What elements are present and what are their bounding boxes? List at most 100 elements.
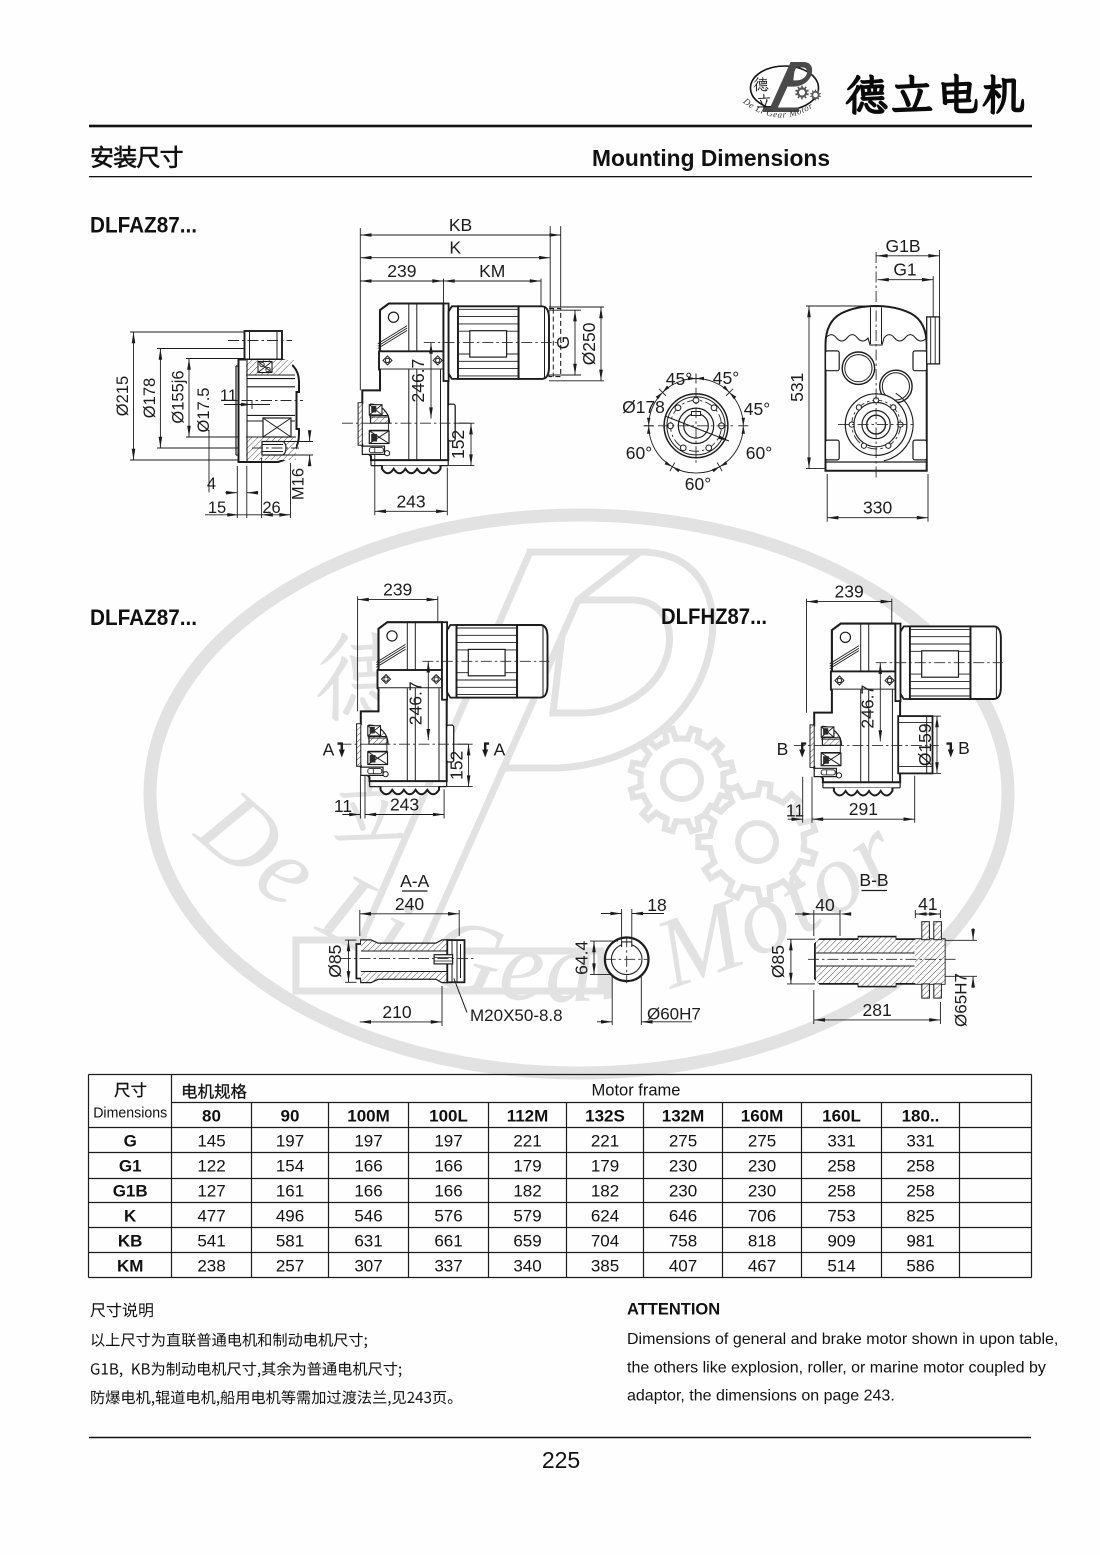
svg-text:60°: 60° [746, 443, 772, 463]
svg-text:B: B [777, 739, 789, 759]
svg-text:11: 11 [220, 387, 237, 405]
svg-text:258: 258 [827, 1181, 855, 1200]
svg-text:197: 197 [434, 1131, 462, 1150]
svg-text:541: 541 [197, 1231, 225, 1250]
svg-text:166: 166 [354, 1181, 382, 1200]
svg-text:B-B: B-B [859, 870, 888, 890]
svg-text:166: 166 [434, 1181, 462, 1200]
svg-text:152: 152 [447, 751, 467, 780]
svg-text:G: G [124, 1131, 137, 1150]
svg-text:624: 624 [591, 1206, 619, 1225]
svg-text:4: 4 [207, 475, 216, 493]
svg-text:704: 704 [591, 1231, 619, 1250]
svg-text:Ø85: Ø85 [768, 945, 788, 978]
svg-text:K: K [449, 238, 461, 258]
svg-text:Ø17.5: Ø17.5 [195, 388, 213, 433]
svg-text:100M: 100M [347, 1107, 390, 1126]
svg-text:60°: 60° [626, 443, 652, 463]
svg-text:239: 239 [383, 580, 412, 600]
svg-text:18: 18 [647, 895, 666, 915]
svg-text:15: 15 [208, 499, 226, 517]
svg-text:243: 243 [396, 491, 425, 511]
svg-text:ATTENTION: ATTENTION [627, 1301, 720, 1319]
svg-text:80: 80 [202, 1107, 221, 1126]
svg-text:239: 239 [835, 582, 864, 602]
svg-text:258: 258 [906, 1181, 934, 1200]
svg-text:385: 385 [591, 1256, 619, 1275]
svg-text:225: 225 [542, 1447, 580, 1473]
svg-text:909: 909 [827, 1231, 855, 1250]
svg-text:706: 706 [748, 1206, 776, 1225]
svg-text:337: 337 [434, 1256, 462, 1275]
svg-text:Ø155j6: Ø155j6 [170, 370, 188, 423]
svg-text:Ø178: Ø178 [622, 397, 665, 417]
svg-text:758: 758 [669, 1231, 697, 1250]
svg-text:340: 340 [513, 1256, 541, 1275]
svg-text:180..: 180.. [902, 1107, 940, 1126]
svg-text:the others like explosion, rol: the others like explosion, roller, or ma… [627, 1360, 1046, 1377]
svg-text:Ø215: Ø215 [114, 376, 132, 416]
svg-text:179: 179 [591, 1156, 619, 1175]
svg-text:291: 291 [849, 799, 878, 819]
svg-text:132M: 132M [662, 1107, 705, 1126]
svg-text:112M: 112M [507, 1107, 549, 1126]
svg-text:477: 477 [197, 1206, 225, 1225]
svg-text:576: 576 [434, 1206, 462, 1225]
svg-text:45°: 45° [666, 369, 692, 389]
svg-text:981: 981 [906, 1231, 934, 1250]
svg-text:182: 182 [513, 1181, 541, 1200]
svg-text:230: 230 [748, 1156, 776, 1175]
svg-text:160M: 160M [741, 1107, 784, 1126]
svg-text:197: 197 [354, 1131, 382, 1150]
svg-text:275: 275 [748, 1131, 776, 1150]
svg-text:275: 275 [669, 1131, 697, 1150]
svg-text:Ø60H7: Ø60H7 [647, 1005, 701, 1024]
svg-text:230: 230 [748, 1181, 776, 1200]
svg-text:152: 152 [448, 430, 468, 459]
svg-text:G1: G1 [119, 1156, 142, 1175]
svg-text:230: 230 [669, 1181, 697, 1200]
svg-text:Dimensions of general and brak: Dimensions of general and brake motor sh… [627, 1331, 1058, 1348]
svg-text:307: 307 [354, 1256, 382, 1275]
svg-text:586: 586 [906, 1256, 934, 1275]
svg-text:64.4: 64.4 [572, 941, 592, 975]
svg-text:Ø85: Ø85 [325, 945, 345, 978]
svg-text:546: 546 [354, 1206, 382, 1225]
svg-text:753: 753 [827, 1206, 855, 1225]
svg-text:246.7: 246.7 [857, 685, 877, 729]
svg-text:496: 496 [276, 1206, 304, 1225]
svg-text:127: 127 [197, 1181, 225, 1200]
svg-text:26: 26 [262, 499, 280, 517]
svg-text:G: G [553, 336, 573, 350]
svg-text:G1B: G1B [113, 1181, 148, 1200]
svg-text:145: 145 [197, 1131, 225, 1150]
svg-text:90: 90 [281, 1107, 300, 1126]
svg-text:257: 257 [276, 1256, 304, 1275]
svg-text:179: 179 [513, 1156, 541, 1175]
svg-text:M20X50-8.8: M20X50-8.8 [470, 1006, 563, 1025]
svg-text:240: 240 [395, 894, 424, 914]
svg-text:G1: G1 [893, 260, 916, 280]
svg-text:331: 331 [906, 1131, 934, 1150]
svg-text:40: 40 [815, 895, 835, 915]
svg-text:661: 661 [434, 1231, 462, 1250]
svg-text:DLFHZ87...: DLFHZ87... [661, 604, 767, 629]
svg-text:531: 531 [787, 373, 807, 402]
svg-text:Ø65H7: Ø65H7 [952, 973, 971, 1027]
svg-text:239: 239 [387, 261, 416, 281]
svg-text:Ø250: Ø250 [579, 322, 599, 365]
svg-text:45°: 45° [744, 399, 770, 419]
svg-text:A: A [494, 740, 506, 760]
svg-text:60°: 60° [685, 474, 711, 494]
svg-text:Dimensions: Dimensions [93, 1105, 167, 1122]
svg-text:243: 243 [390, 795, 419, 815]
svg-text:407: 407 [669, 1256, 697, 1275]
svg-text:161: 161 [276, 1181, 304, 1200]
svg-text:Mounting Dimensions: Mounting Dimensions [592, 145, 830, 171]
svg-text:166: 166 [434, 1156, 462, 1175]
svg-text:210: 210 [382, 1002, 411, 1022]
svg-text:45°: 45° [713, 368, 739, 388]
svg-text:160L: 160L [822, 1107, 861, 1126]
svg-text:100L: 100L [429, 1107, 468, 1126]
svg-text:331: 331 [827, 1131, 855, 1150]
